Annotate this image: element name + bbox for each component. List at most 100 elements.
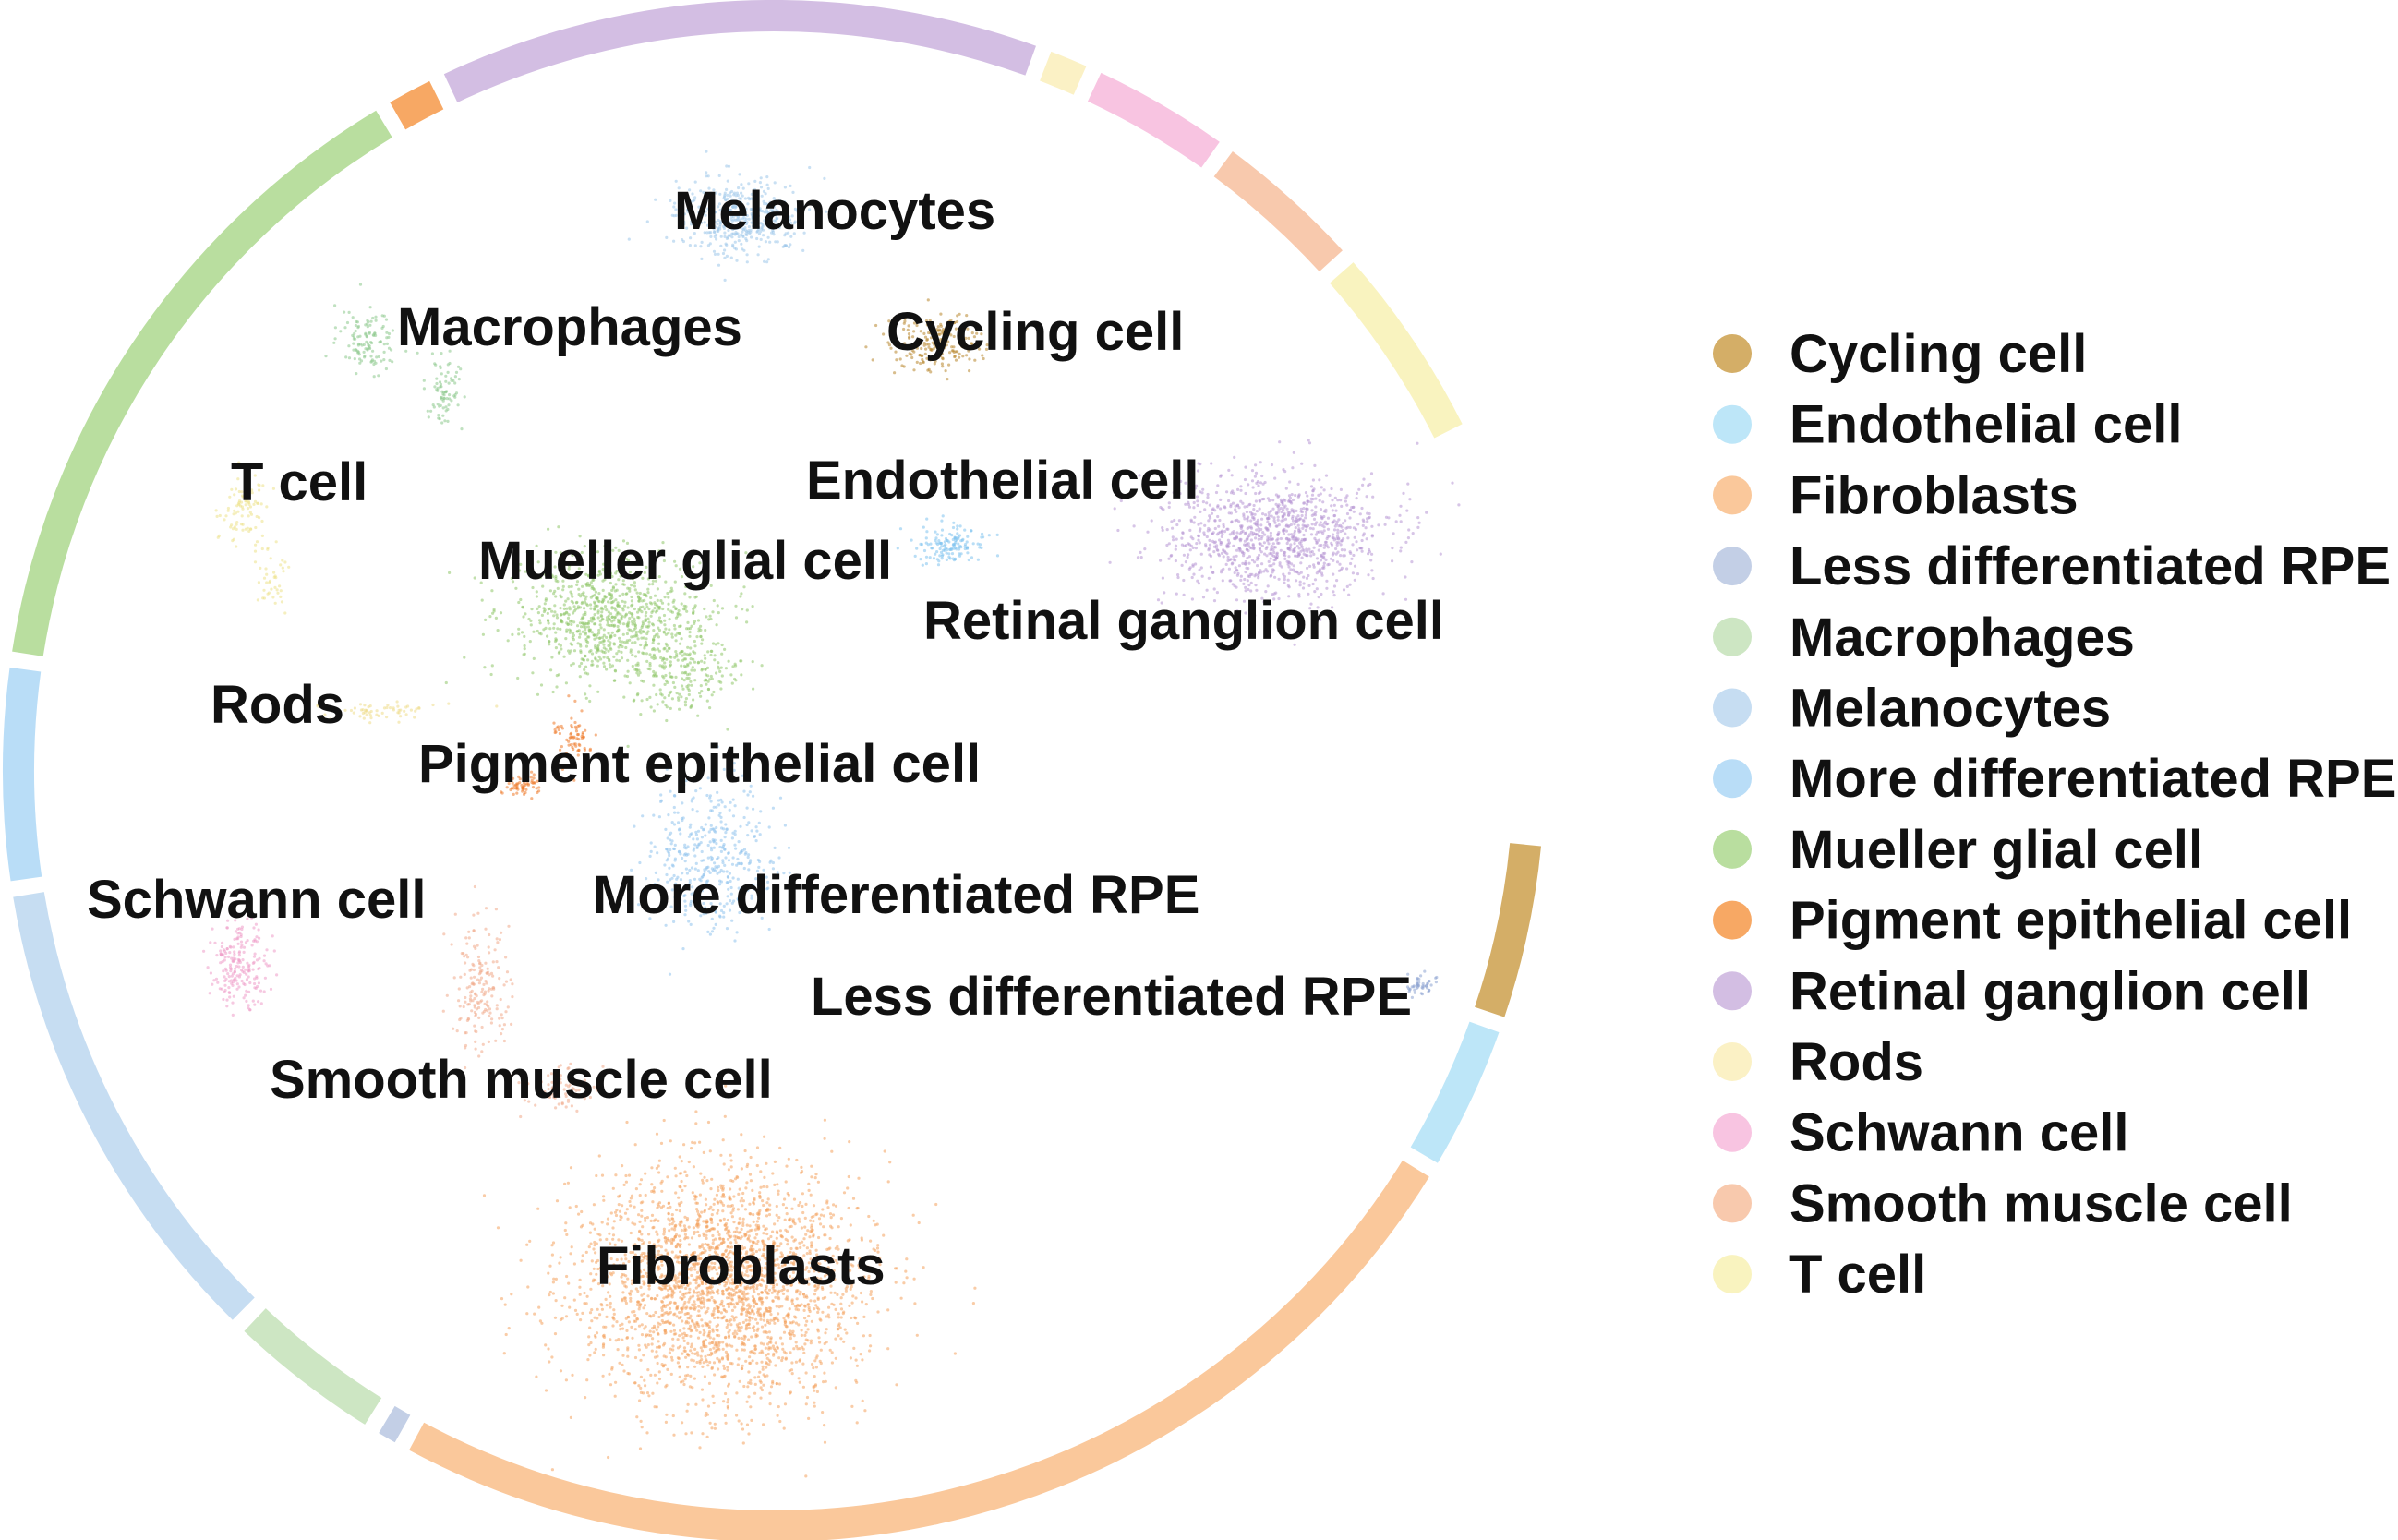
- point: [702, 1220, 705, 1223]
- point: [674, 1191, 678, 1195]
- point: [690, 1342, 693, 1346]
- point: [690, 223, 693, 226]
- point: [500, 931, 503, 934]
- point: [572, 605, 576, 608]
- point: [705, 174, 708, 178]
- point: [1312, 512, 1316, 516]
- point: [965, 314, 969, 318]
- point: [1278, 561, 1282, 565]
- point: [262, 576, 267, 580]
- point: [1205, 535, 1209, 539]
- point: [257, 581, 260, 584]
- point: [1254, 491, 1258, 496]
- point: [1208, 538, 1211, 543]
- point: [362, 350, 366, 354]
- point: [603, 605, 608, 608]
- point: [1297, 572, 1301, 576]
- point: [522, 615, 525, 619]
- point: [1251, 543, 1255, 547]
- point: [635, 591, 639, 595]
- point: [1352, 553, 1356, 558]
- point: [488, 1007, 492, 1011]
- point: [947, 363, 951, 367]
- point: [1279, 536, 1283, 541]
- point: [1371, 576, 1375, 581]
- point: [450, 943, 453, 946]
- point: [1245, 510, 1248, 514]
- point: [481, 987, 485, 991]
- point: [377, 374, 380, 378]
- point: [685, 676, 689, 680]
- point: [672, 1323, 676, 1327]
- point: [577, 593, 581, 596]
- point: [738, 211, 741, 215]
- point: [734, 199, 738, 203]
- point: [1308, 526, 1312, 530]
- point: [728, 220, 731, 224]
- point: [565, 607, 569, 610]
- point: [1425, 511, 1428, 514]
- point: [579, 595, 583, 598]
- point: [758, 181, 763, 185]
- point: [785, 1164, 789, 1168]
- point: [768, 860, 772, 864]
- point: [227, 975, 231, 979]
- point: [1189, 535, 1193, 539]
- point: [616, 630, 620, 633]
- point: [733, 677, 737, 681]
- point: [607, 639, 610, 643]
- point: [700, 642, 704, 645]
- point: [509, 978, 512, 981]
- point: [944, 369, 947, 373]
- point: [741, 1441, 745, 1445]
- point: [813, 1299, 817, 1303]
- point: [523, 634, 526, 639]
- point: [600, 600, 605, 604]
- point: [612, 1308, 616, 1312]
- point: [717, 1185, 720, 1189]
- point: [234, 967, 237, 970]
- point: [724, 222, 729, 225]
- point: [695, 635, 699, 639]
- point: [258, 488, 261, 492]
- point: [452, 1027, 455, 1030]
- point: [1235, 554, 1238, 558]
- point: [644, 614, 647, 618]
- point: [735, 259, 739, 262]
- point: [247, 502, 251, 507]
- point: [1360, 549, 1364, 553]
- point: [262, 954, 267, 957]
- point: [941, 328, 946, 331]
- point: [1269, 557, 1272, 560]
- point: [1341, 529, 1344, 533]
- point: [781, 1347, 785, 1351]
- point: [1237, 564, 1241, 568]
- point: [1399, 504, 1403, 508]
- point: [529, 619, 533, 623]
- point: [1332, 514, 1336, 518]
- point: [704, 823, 707, 826]
- point: [1348, 525, 1352, 530]
- point: [572, 649, 577, 653]
- point: [602, 628, 606, 632]
- point: [717, 813, 721, 817]
- point: [609, 581, 612, 585]
- point: [712, 598, 716, 603]
- point: [495, 1004, 499, 1007]
- point: [1286, 513, 1291, 517]
- point: [1302, 507, 1306, 511]
- point: [1306, 566, 1309, 571]
- point: [240, 944, 244, 947]
- point: [688, 627, 693, 631]
- point: [472, 913, 476, 917]
- point: [792, 1347, 796, 1351]
- point: [659, 800, 663, 804]
- point: [1226, 555, 1230, 559]
- point: [1227, 499, 1231, 503]
- point: [961, 355, 965, 358]
- point: [731, 798, 735, 801]
- point: [809, 1299, 813, 1303]
- point: [1250, 572, 1254, 576]
- point: [236, 961, 240, 965]
- point: [241, 507, 245, 511]
